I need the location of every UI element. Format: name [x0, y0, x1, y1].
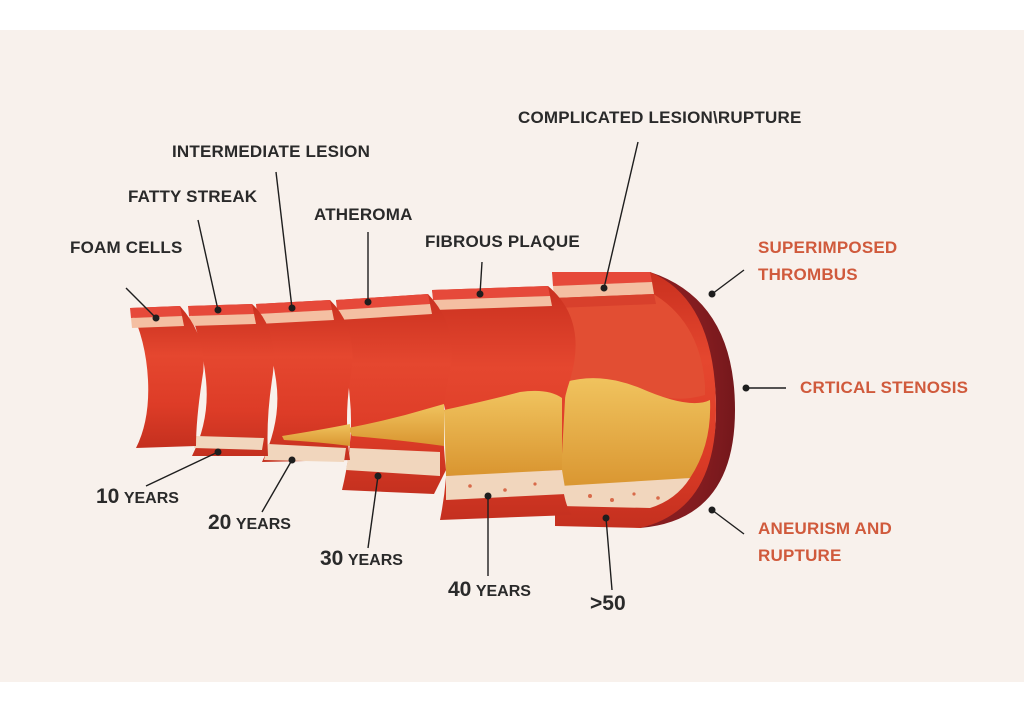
age-label-over-50: >50	[590, 592, 626, 616]
age-30-number: 30	[320, 547, 344, 570]
label-superimposed-thrombus: SUPERIMPOSED THROMBUS	[758, 234, 897, 288]
dot-10-years	[214, 448, 222, 456]
leader-superimposed-thrombus	[711, 269, 745, 295]
age-over-50-number: >50	[590, 592, 626, 615]
dot-intermediate-lesion	[288, 304, 296, 312]
leader-complicated-lesion	[603, 141, 639, 289]
dot-critical-stenosis	[742, 384, 750, 392]
dot-fatty-streak	[214, 306, 222, 314]
segment-fibrous-plaque	[432, 286, 576, 520]
age-40-unit: YEARS	[475, 583, 531, 600]
age-20-unit: YEARS	[235, 516, 291, 533]
age-30-unit: YEARS	[347, 552, 403, 569]
leader-aneurism	[711, 509, 745, 535]
label-superimposed-thrombus-line1: SUPERIMPOSED	[758, 238, 898, 257]
label-aneurism-line1: ANEURISM AND	[758, 519, 892, 538]
label-complicated-lesion: COMPLICATED LESION\RUPTURE	[518, 108, 802, 127]
age-label-10: 10 YEARS	[96, 485, 179, 509]
segment-complicated-lesion	[552, 272, 735, 528]
label-foam-cells: FOAM CELLS	[70, 238, 183, 257]
age-label-30: 30 YEARS	[320, 547, 403, 571]
dot-superimposed-thrombus	[708, 290, 716, 298]
dot-20-years	[288, 456, 296, 464]
label-critical-stenosis: CRTICAL STENOSIS	[800, 378, 969, 397]
label-fatty-streak: FATTY STREAK	[128, 187, 258, 206]
dot-complicated-lesion	[600, 284, 608, 292]
age-10-number: 10	[96, 485, 120, 508]
segment-foam-cells	[130, 306, 204, 448]
age-40-number: 40	[448, 578, 472, 601]
leader-over-50	[605, 517, 613, 591]
label-atheroma: ATHEROMA	[314, 205, 413, 224]
label-intermediate-lesion: INTERMEDIATE LESION	[172, 142, 371, 161]
dot-over-50	[602, 514, 610, 522]
leader-fibrous-plaque	[479, 261, 483, 295]
dot-foam-cells	[152, 314, 160, 322]
dot-30-years	[374, 472, 382, 480]
age-label-20: 20 YEARS	[208, 511, 291, 535]
dot-atheroma	[364, 298, 372, 306]
leader-fatty-streak	[197, 219, 219, 311]
label-superimposed-thrombus-line2: THROMBUS	[758, 265, 858, 284]
leader-intermediate-lesion	[275, 171, 293, 309]
leader-foam-cells	[125, 287, 157, 319]
age-label-40: 40 YEARS	[448, 578, 531, 602]
age-10-unit: YEARS	[123, 490, 179, 507]
leader-10-years	[145, 451, 219, 487]
dot-fibrous-plaque	[476, 290, 484, 298]
label-fibrous-plaque: FIBROUS PLAQUE	[425, 232, 580, 251]
segment-atheroma	[336, 294, 453, 494]
dot-aneurism	[708, 506, 716, 514]
leader-20-years	[261, 459, 293, 513]
leader-30-years	[367, 475, 379, 549]
dot-40-years	[484, 492, 492, 500]
age-20-number: 20	[208, 511, 232, 534]
label-aneurism-line2: RUPTURE	[758, 546, 842, 565]
label-aneurism-rupture: ANEURISM AND RUPTURE	[758, 515, 892, 569]
